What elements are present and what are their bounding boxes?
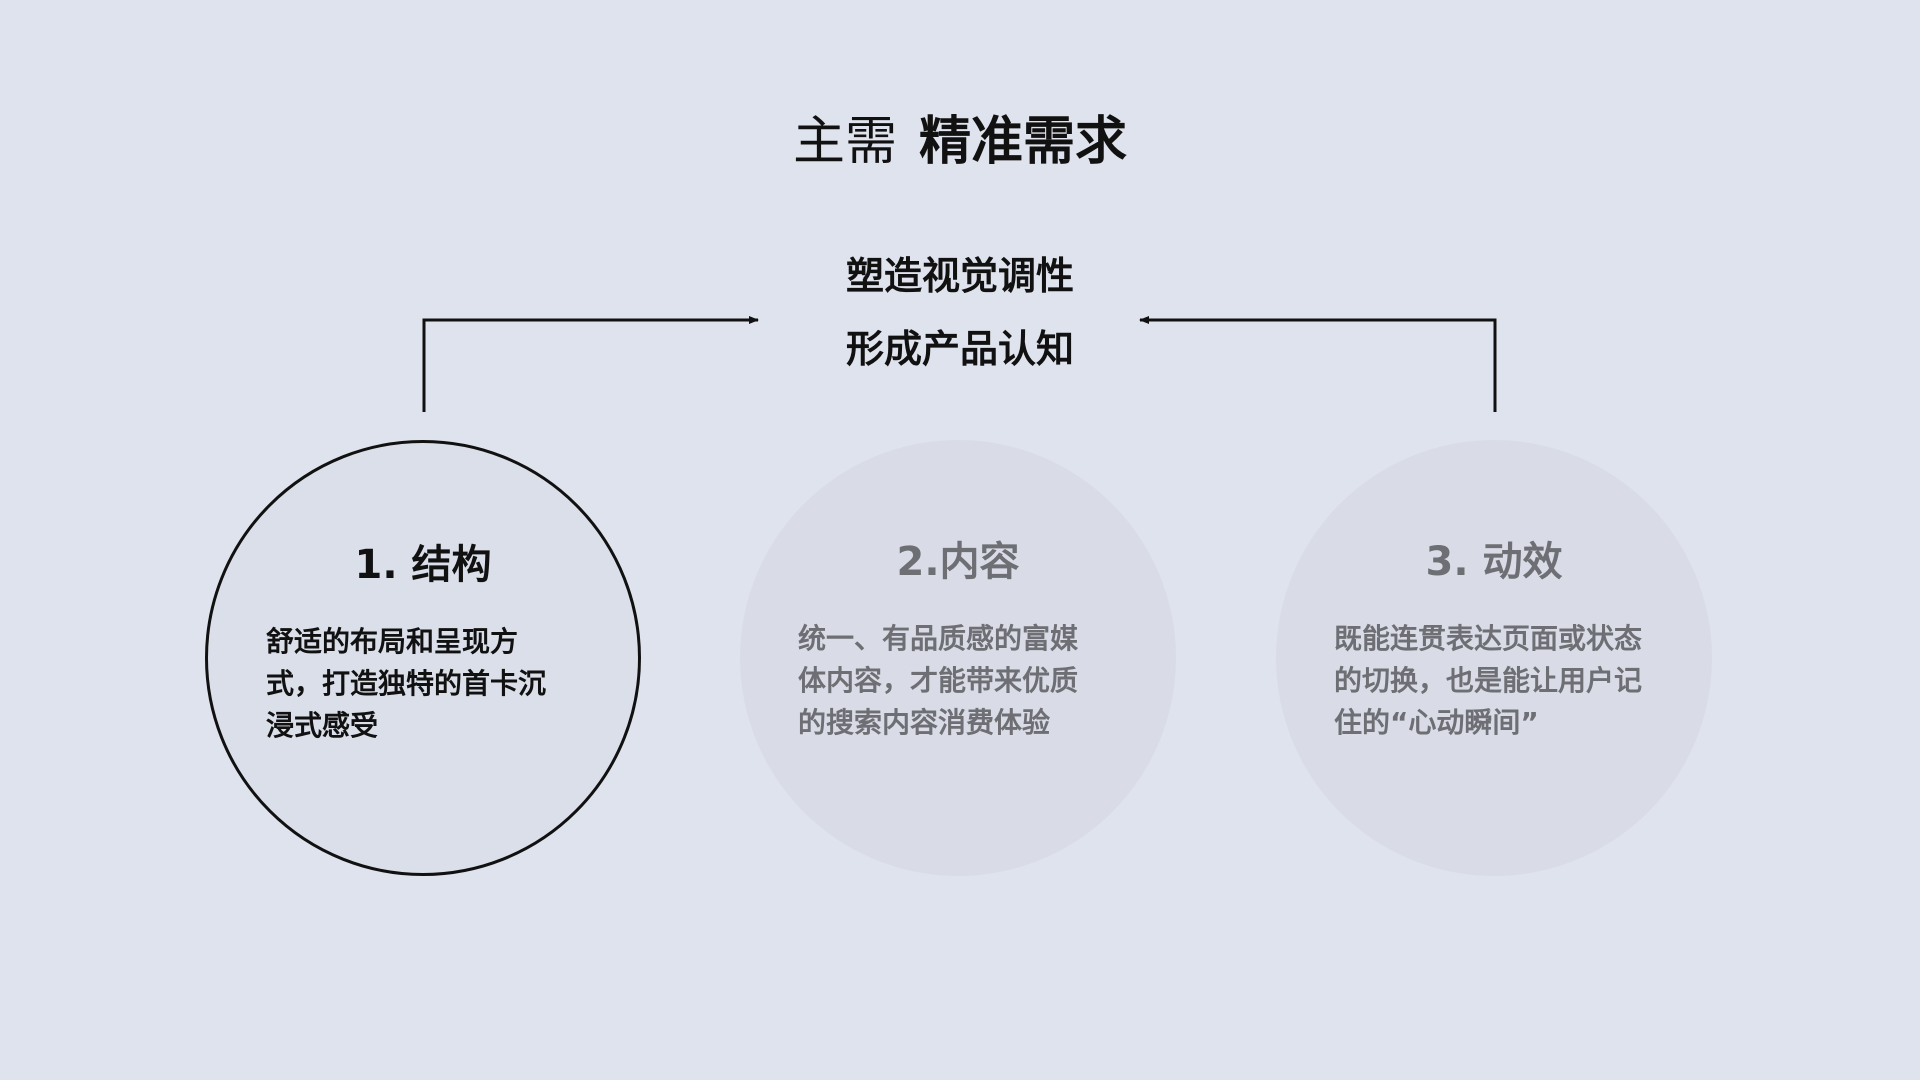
goal-line-2: 形成产品认知	[845, 327, 1074, 371]
step-circle-motion: 3. 动效 既能连贯表达页面或状态 的切换，也是能让用户记 住的“心动瞬间”	[1276, 440, 1712, 876]
step-description-line: 式，打造独特的首卡沉	[266, 667, 547, 700]
arrow-left-to-goal	[422, 316, 759, 412]
step-title: 3. 动效	[1425, 539, 1563, 585]
title-emphasis: 精准需求	[919, 112, 1128, 172]
step-title: 2.内容	[896, 539, 1020, 585]
step-title: 1. 结构	[354, 542, 492, 588]
step-description-line: 住的“心动瞬间”	[1334, 706, 1539, 739]
title-primary: 主需	[792, 112, 897, 172]
step-description-line: 舒适的布局和呈现方	[266, 625, 519, 658]
step-description-line: 浸式感受	[266, 709, 379, 742]
goal-line-1: 塑造视觉调性	[845, 254, 1074, 298]
step-circle-content: 2.内容 统一、有品质感的富媒 体内容，才能带来优质 的搜索内容消费体验	[740, 440, 1176, 876]
step-description-line: 的搜索内容消费体验	[798, 706, 1051, 739]
step-description: 舒适的布局和呈现方 式，打造独特的首卡沉 浸式感受	[266, 621, 594, 747]
step-circle-structure: 1. 结构 舒适的布局和呈现方 式，打造独特的首卡沉 浸式感受	[205, 440, 641, 876]
step-description-line: 既能连贯表达页面或状态	[1334, 622, 1643, 655]
step-description: 统一、有品质感的富媒 体内容，才能带来优质 的搜索内容消费体验	[798, 618, 1126, 744]
step-description: 既能连贯表达页面或状态 的切换，也是能让用户记 住的“心动瞬间”	[1334, 618, 1662, 744]
page-title: 主需精准需求	[0, 108, 1920, 176]
step-description-line: 的切换，也是能让用户记	[1334, 664, 1643, 697]
arrow-right-to-goal	[1139, 316, 1497, 412]
step-description-line: 体内容，才能带来优质	[798, 664, 1079, 697]
step-description-line: 统一、有品质感的富媒	[798, 622, 1079, 655]
